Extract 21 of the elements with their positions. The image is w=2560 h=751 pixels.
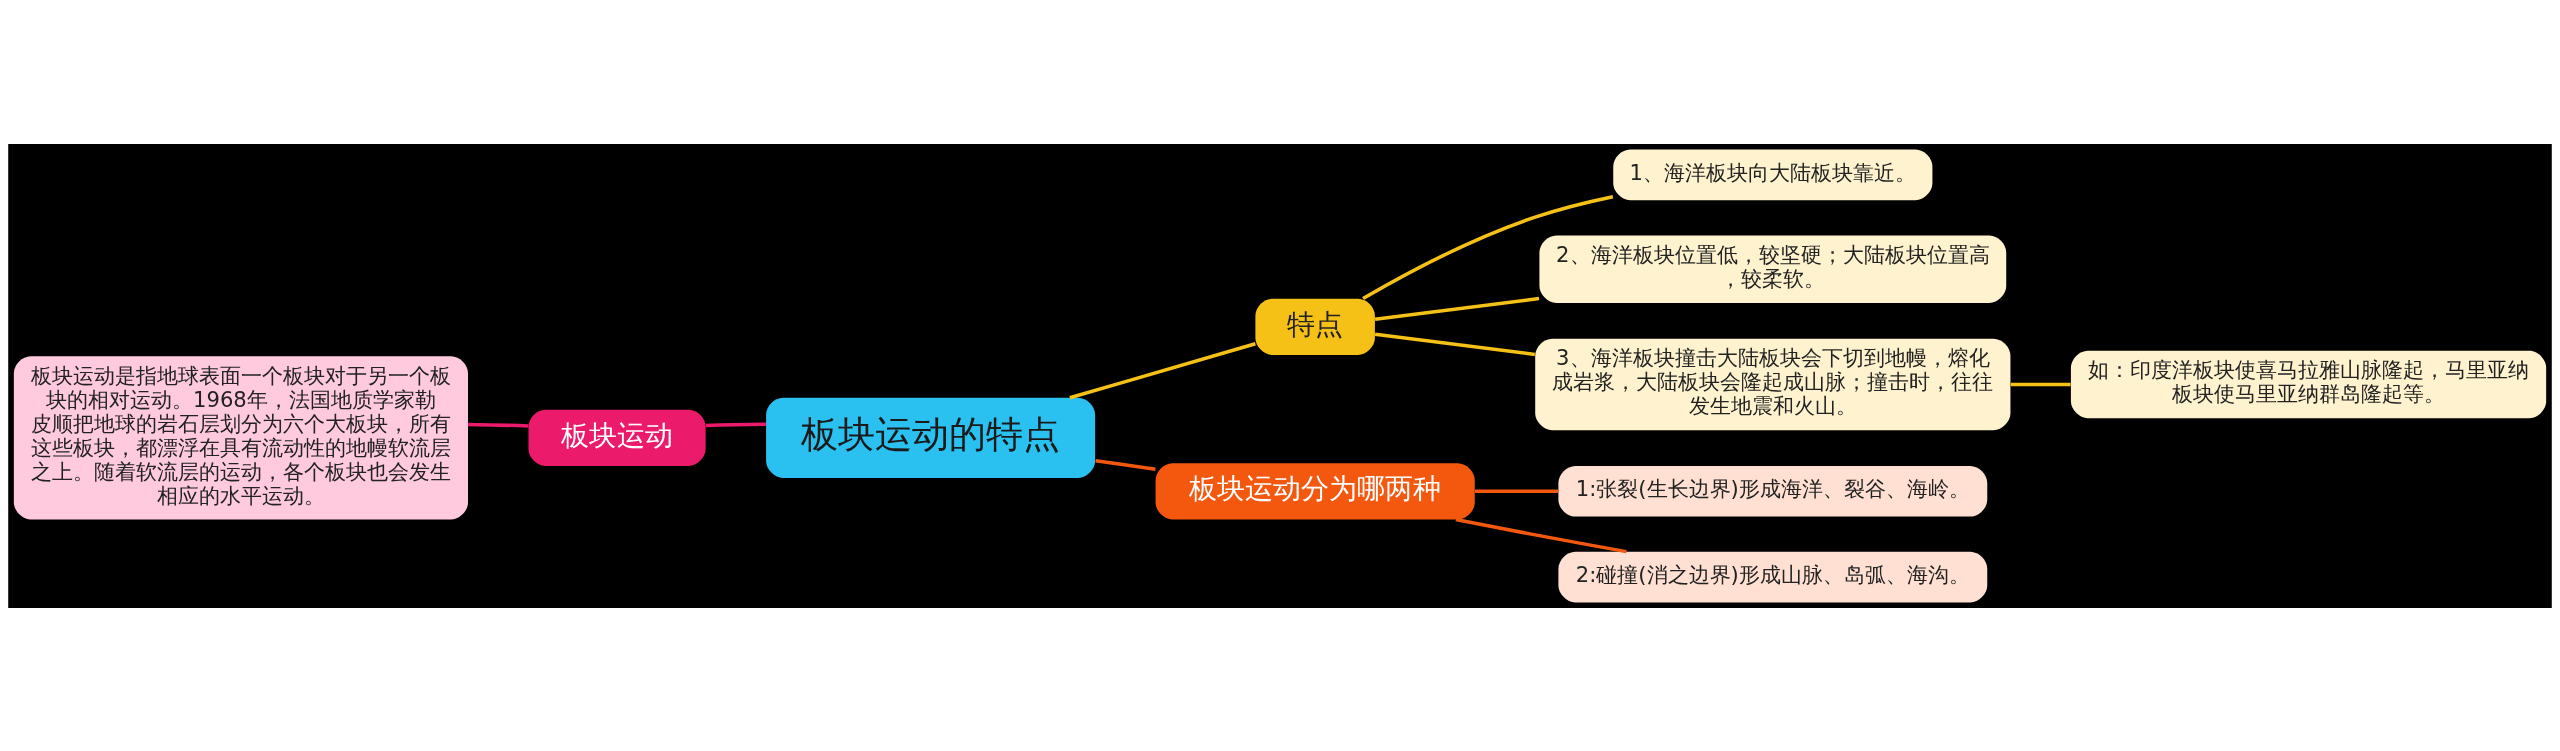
node-box: 板块运动 <box>528 409 706 466</box>
node-box: 2、海洋板块位置低，较坚硬；大陆板块位置高，较柔软。 <box>1539 234 2007 303</box>
node-box: 2:碰撞(消之边界)形成山脉、岛弧、海沟。 <box>1558 551 1988 602</box>
connector <box>2010 382 2071 386</box>
connector <box>1374 331 1536 356</box>
node-box: 3、海洋板块撞击大陆板块会下切到地幔，熔化成岩浆，大陆板块会隆起成山脉；撞击时，往往发生地震和火山。 <box>1535 338 2011 430</box>
node-box: 1、海洋板块向大陆板块靠近。 <box>1613 149 1933 200</box>
node-box: 1:张裂(生长边界)形成海洋、裂谷、海岭。 <box>1558 465 1988 517</box>
connector <box>1455 517 1627 553</box>
connector <box>1069 341 1256 399</box>
node-box: 特点 <box>1255 298 1375 355</box>
connector <box>705 421 766 427</box>
connector <box>1374 296 1540 321</box>
connector <box>1362 194 1614 300</box>
node-box: 板块运动分为哪两种 <box>1155 462 1475 519</box>
node-box: 如：印度洋板块使喜马拉雅山脉隆起，马里亚纳板块使马里亚纳群岛隆起等。 <box>2070 350 2547 418</box>
node-box: 板块运动的特点 <box>766 397 1096 478</box>
node-box: 板块运动是指地球表面一个板块对于另一个板块的相对运动。1968年，法国地质学家勒皮顺把地球的岩石层划分为六个大板块，所有这些板块，都漂浮在具有流动性的地幔软流层之上。随着软流层的运动，各个板块也会发生相应的水平运动。 <box>13 355 468 519</box>
connector <box>1475 489 1559 493</box>
connector <box>1095 458 1156 471</box>
connector <box>468 422 529 428</box>
